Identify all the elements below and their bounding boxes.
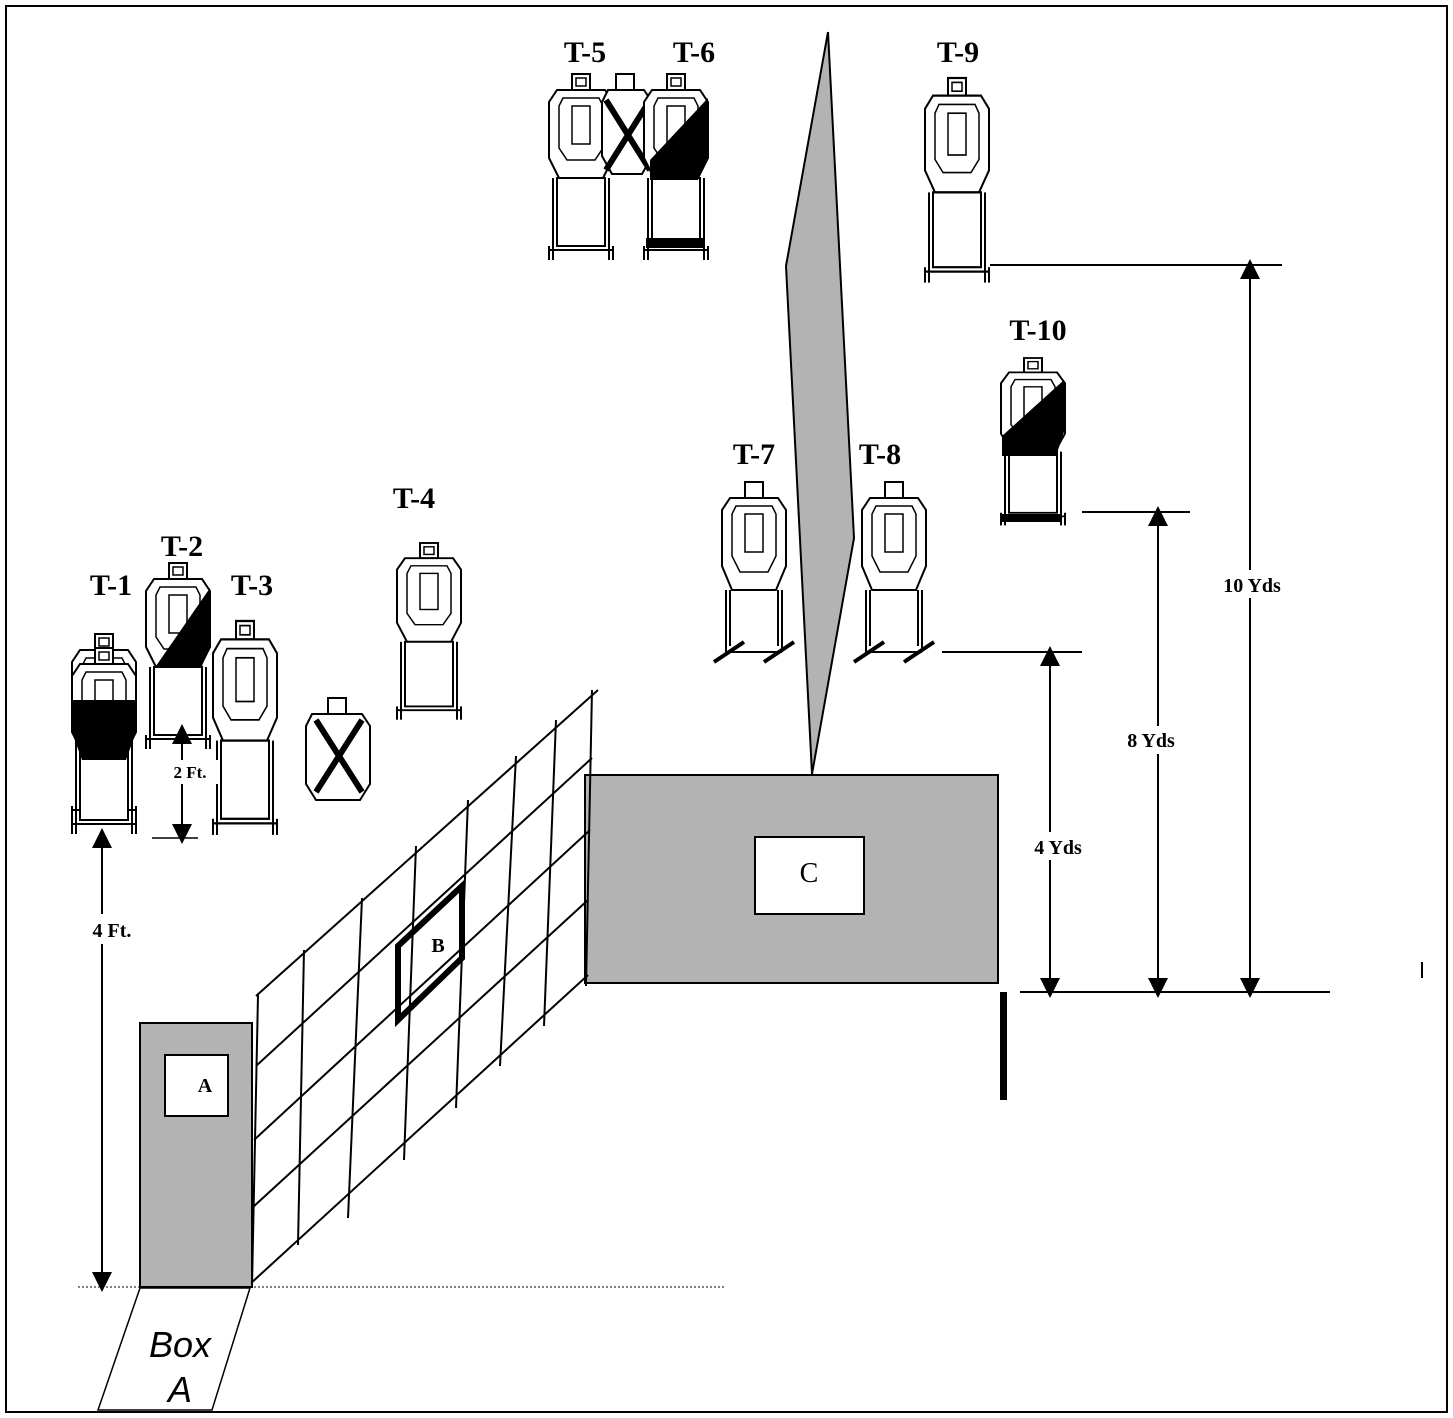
dim-4yds-label: 4 Yds bbox=[1034, 837, 1082, 859]
label-t5: T-5 bbox=[564, 36, 606, 69]
black-fill bbox=[72, 700, 136, 760]
target-t9 bbox=[923, 76, 991, 284]
port-b bbox=[395, 879, 465, 1028]
label-t6: T-6 bbox=[673, 36, 715, 69]
target-t8 bbox=[852, 481, 936, 664]
position-a-box bbox=[164, 1054, 229, 1117]
target-t7 bbox=[712, 481, 796, 664]
box-a bbox=[96, 1287, 252, 1411]
position-c-label: C bbox=[800, 858, 819, 889]
target-t6 bbox=[643, 73, 709, 261]
label-t4: T-4 bbox=[393, 482, 435, 515]
box-a-line1: Box bbox=[149, 1324, 213, 1365]
no-shoot-target-1 bbox=[305, 697, 371, 801]
label-t10: T-10 bbox=[1009, 314, 1066, 347]
box-a-line2: A bbox=[166, 1369, 192, 1410]
position-a-label: A bbox=[198, 1075, 213, 1097]
label-t1: T-1 bbox=[90, 569, 132, 602]
label-t7: T-7 bbox=[733, 438, 775, 471]
label-t8: T-8 bbox=[859, 438, 901, 471]
position-b-label: B bbox=[431, 935, 444, 957]
label-t3: T-3 bbox=[231, 569, 273, 602]
target-t4 bbox=[396, 542, 462, 721]
dim-8yds-label: 8 Yds bbox=[1127, 730, 1175, 752]
target-t1 bbox=[71, 633, 137, 835]
target-t10 bbox=[1000, 357, 1066, 527]
no-shoot-target-2 bbox=[601, 73, 653, 175]
fence bbox=[249, 689, 599, 1287]
dim-4ft-label: 4 Ft. bbox=[93, 920, 132, 942]
label-t2: T-2 bbox=[161, 530, 203, 563]
fault-post bbox=[1000, 992, 1007, 1100]
dim-2ft-label: 2 Ft. bbox=[173, 763, 206, 782]
label-t9: T-9 bbox=[937, 36, 979, 69]
target-t2 bbox=[145, 562, 211, 750]
dim-10yds-label: 10 Yds bbox=[1223, 575, 1281, 597]
target-t3 bbox=[211, 619, 279, 837]
position-c-box bbox=[754, 836, 865, 915]
